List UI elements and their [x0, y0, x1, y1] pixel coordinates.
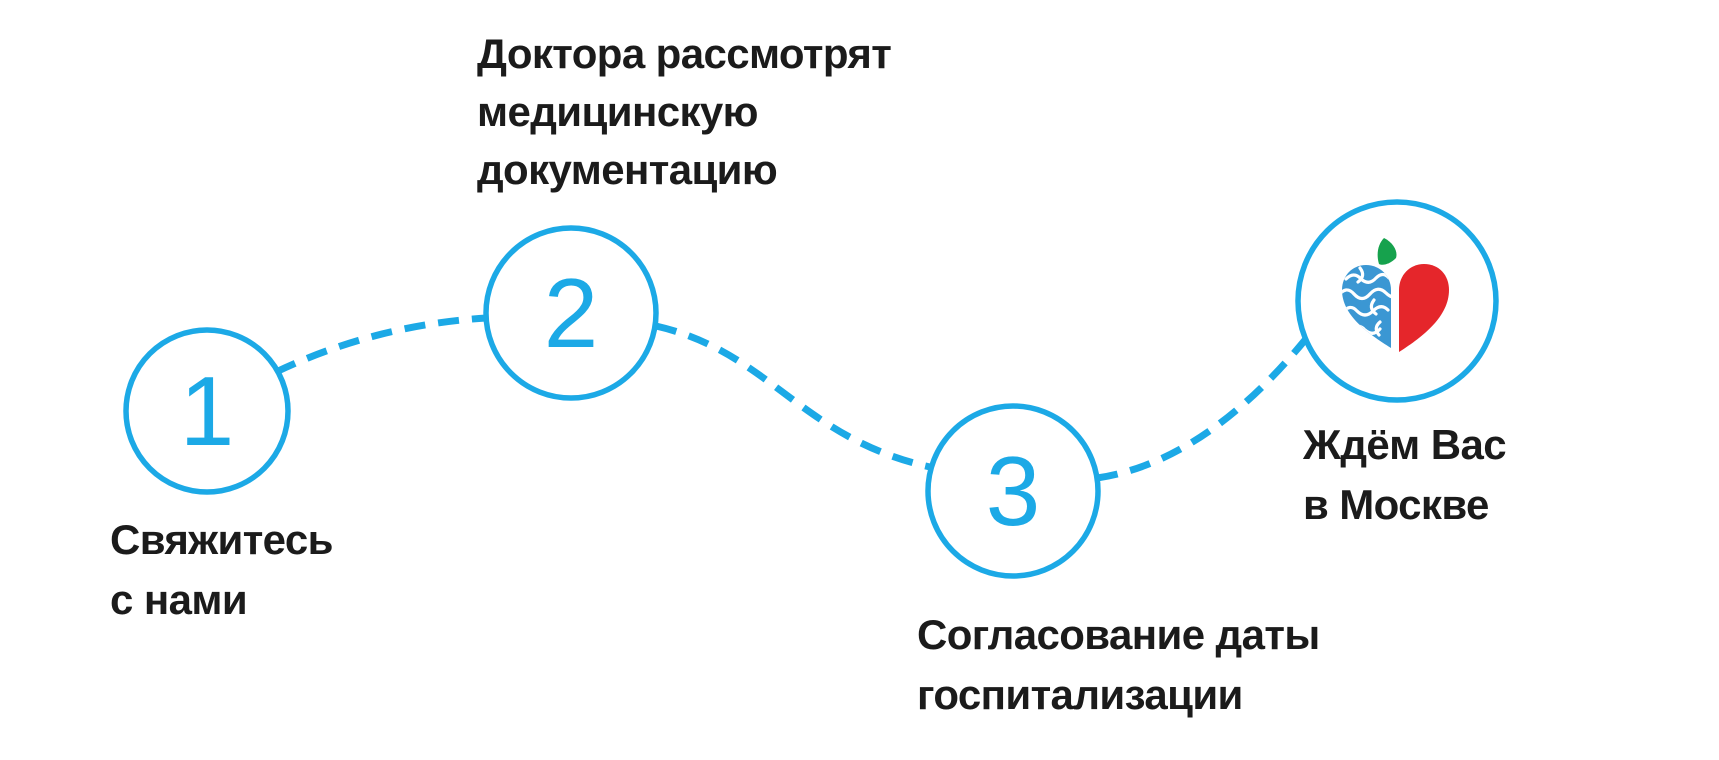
step-label-2-line-1: Доктора рассмотрят [477, 30, 892, 77]
step-label-2-line-3: документацию [477, 146, 778, 193]
connector-step3-logo [1096, 337, 1308, 482]
step-circle-2 [483, 225, 659, 401]
step-circles [123, 199, 1499, 579]
step-circle-1 [123, 327, 291, 495]
brain-half [1342, 265, 1391, 348]
step-label-1: Свяжитесь с нами [110, 510, 333, 630]
heart-half [1399, 264, 1449, 352]
step-number-3: 3 [985, 435, 1041, 546]
leaf-icon [1377, 238, 1397, 265]
step-label-3: Согласование даты госпитализации [917, 605, 1320, 725]
step-label-2: Доктора рассмотрят медицинскую документа… [477, 25, 892, 199]
connector-step2-step3 [655, 322, 931, 471]
connector-lines [274, 314, 1308, 482]
step-label-2-line-2: медицинскую [477, 88, 759, 135]
step-label-1-line-2: с нами [110, 576, 248, 623]
step-number-1: 1 [179, 355, 235, 466]
step-label-4-line-2: в Москве [1303, 481, 1489, 528]
connector-step1-step2 [274, 314, 487, 376]
step-label-3-line-1: Согласование даты [917, 611, 1320, 658]
step-label-3-line-2: госпитализации [917, 671, 1243, 718]
step-label-4: Ждём Вас в Москве [1303, 415, 1507, 535]
logo-circle [1295, 199, 1499, 403]
step-label-1-line-1: Свяжитесь [110, 516, 333, 563]
step-number-2: 2 [543, 257, 599, 368]
step-label-4-line-1: Ждём Вас [1303, 421, 1507, 468]
step-circle-3 [925, 403, 1101, 579]
